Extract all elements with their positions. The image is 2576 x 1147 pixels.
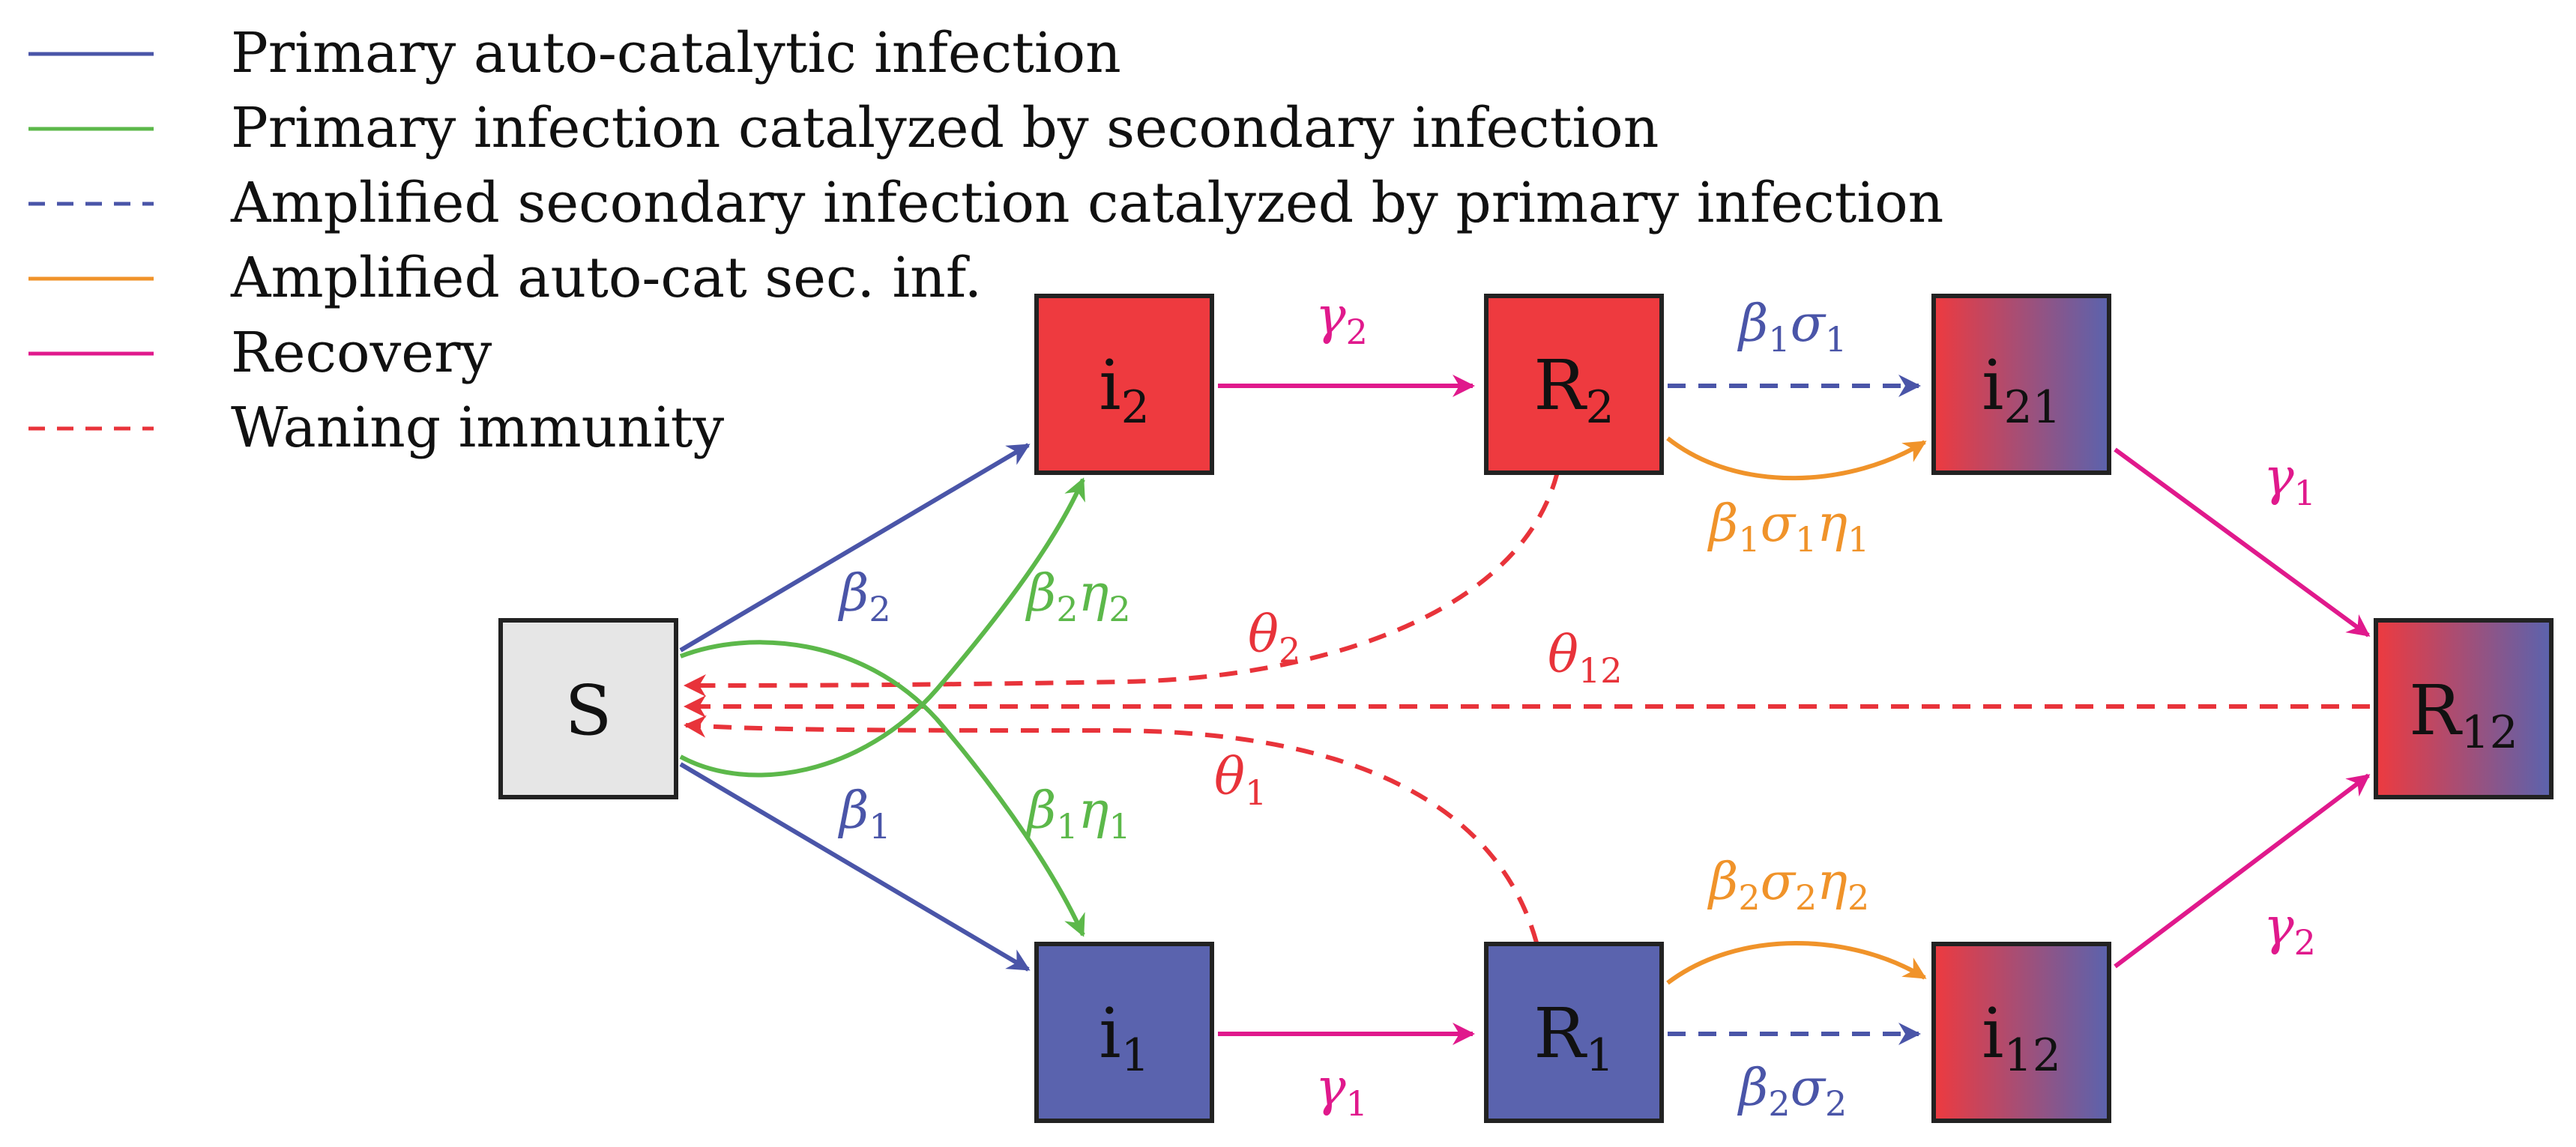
rate-gamma1-bottom: γ1: [1315, 1059, 1368, 1124]
legend-label: Amplified auto-cat sec. inf.: [230, 246, 982, 310]
node-label: R: [1533, 345, 1587, 426]
node-subscript: 21: [2004, 381, 2061, 434]
rate-beta1-eta1: β1η1: [1025, 781, 1131, 847]
node-r12: R12: [2374, 618, 2554, 799]
node-subscript: 2: [1121, 381, 1150, 434]
amplified-secondary-arrows: [1668, 375, 1921, 1045]
node-subscript: 1: [1586, 1029, 1614, 1082]
node-i1: i1: [1034, 942, 1214, 1123]
rate-beta1-sigma1: β1σ1: [1737, 294, 1847, 360]
node-r2: R2: [1484, 294, 1664, 475]
compartments: S i2 i1 R2 R1 i21 i12 R12: [498, 294, 2554, 1123]
arrow-r1-to-i12-auto: [1666, 941, 1927, 985]
legend-label: Amplified secondary infection catalyzed …: [230, 171, 1943, 235]
legend-item: Amplified auto-cat sec. inf.: [28, 246, 982, 310]
waning-arrow-r2: [684, 471, 1560, 697]
legend-item: Amplified secondary infection catalyzed …: [28, 171, 1943, 235]
svg-text:i12: i12: [1982, 993, 2061, 1082]
arrow-s-to-i2: [679, 443, 1031, 653]
legend-label: Waning immunity: [231, 396, 724, 460]
rate-theta12: θ12: [1548, 626, 1623, 691]
rate-theta1: θ1: [1214, 748, 1267, 813]
node-label: R: [2409, 671, 2463, 751]
primary-auto-arrows: [679, 443, 1031, 972]
legend: Primary auto-catalytic infection Primary…: [28, 21, 1943, 460]
rate-gamma2-top: γ2: [1315, 287, 1368, 352]
node-i21: i21: [1931, 294, 2111, 475]
svg-text:R2: R2: [1533, 345, 1614, 434]
arrow-s-to-i1: [679, 762, 1031, 972]
svg-text:i2: i2: [1099, 345, 1150, 434]
arrow-i12-to-r12: [2114, 773, 2371, 969]
legend-item: Primary auto-catalytic infection: [28, 21, 1121, 85]
rate-theta2: θ2: [1248, 605, 1300, 671]
node-s: S: [498, 618, 678, 799]
node-label: i: [1982, 345, 2003, 426]
rate-gamma2-right: γ2: [2263, 898, 2316, 963]
node-label: i: [1099, 345, 1120, 426]
primary-catalyzed-arrows: [679, 477, 1085, 937]
node-subscript: 12: [2004, 1029, 2061, 1082]
recovery-arrows: [1218, 375, 2371, 1045]
rate-gamma1-right: γ1: [2263, 448, 2316, 513]
rate-beta1: β1: [837, 781, 891, 847]
svg-text:S: S: [564, 671, 612, 751]
waning-arrow-r1: [684, 715, 1539, 943]
arrow-s-to-i1-catalyzed: [679, 640, 1085, 937]
rate-beta1-sigma1-eta1: β1σ1η1: [1707, 494, 1869, 560]
rate-beta2-sigma2-eta2: β2σ2η2: [1707, 853, 1869, 918]
arrow-i21-to-r12: [2114, 447, 2371, 638]
node-r1: R1: [1484, 942, 1664, 1123]
node-i2: i2: [1034, 294, 1214, 475]
node-subscript: 2: [1586, 381, 1614, 434]
svg-text:R12: R12: [2409, 671, 2518, 759]
rate-beta2-sigma2: β2σ2: [1737, 1059, 1847, 1124]
legend-item: Primary infection catalyzed by secondary…: [28, 96, 1659, 160]
rate-beta2: β2: [837, 564, 891, 629]
legend-item: Recovery: [28, 321, 492, 385]
node-subscript: 1: [1121, 1029, 1150, 1082]
legend-label: Primary infection catalyzed by secondary…: [231, 96, 1659, 160]
rate-beta2-eta2: β2η2: [1025, 564, 1131, 629]
node-i12: i12: [1931, 942, 2111, 1123]
arrow-s-to-i2-catalyzed: [679, 477, 1085, 778]
rate-labels: β2 β1 β2η2 β1η1 γ2 γ1 β1σ1 β1σ1η1 β2σ2η2…: [837, 287, 2316, 1124]
amplified-auto-arrows: [1666, 436, 1927, 985]
node-label: R: [1533, 993, 1587, 1074]
svg-text:R1: R1: [1533, 993, 1614, 1082]
node-label: S: [564, 671, 612, 751]
legend-label: Primary auto-catalytic infection: [231, 21, 1121, 85]
legend-label: Recovery: [231, 321, 492, 385]
legend-item: Waning immunity: [28, 396, 724, 460]
node-label: i: [1099, 993, 1120, 1074]
arrow-r2-to-i21-auto: [1666, 436, 1927, 481]
node-label: i: [1982, 993, 2003, 1074]
node-subscript: 12: [2461, 706, 2518, 759]
svg-text:i1: i1: [1099, 993, 1150, 1082]
waning-arrows: [684, 471, 2370, 943]
svg-text:i21: i21: [1982, 345, 2061, 434]
